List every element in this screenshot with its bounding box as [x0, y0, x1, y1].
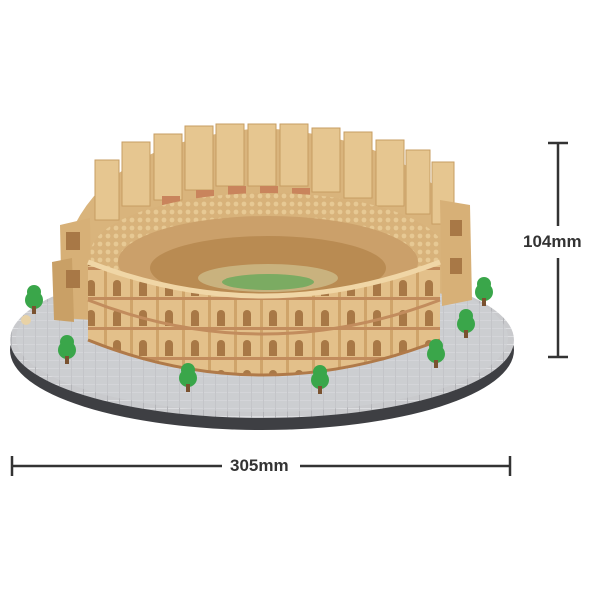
tree: [179, 363, 197, 392]
height-dimension-label: 104mm: [523, 232, 582, 252]
tree: [427, 339, 445, 368]
tree: [25, 285, 43, 314]
tree: [58, 335, 76, 364]
left-side-structure: [52, 218, 92, 322]
width-dimension-line: [10, 456, 512, 476]
height-dimension-line: [548, 141, 568, 359]
tree: [475, 277, 493, 306]
right-side-structure: [440, 200, 472, 306]
tree: [21, 315, 31, 325]
width-dimension-label: 305mm: [226, 456, 293, 476]
colosseum-front-wall: [87, 259, 441, 377]
tree: [311, 365, 329, 394]
trees: [21, 277, 493, 394]
tree: [457, 309, 475, 338]
